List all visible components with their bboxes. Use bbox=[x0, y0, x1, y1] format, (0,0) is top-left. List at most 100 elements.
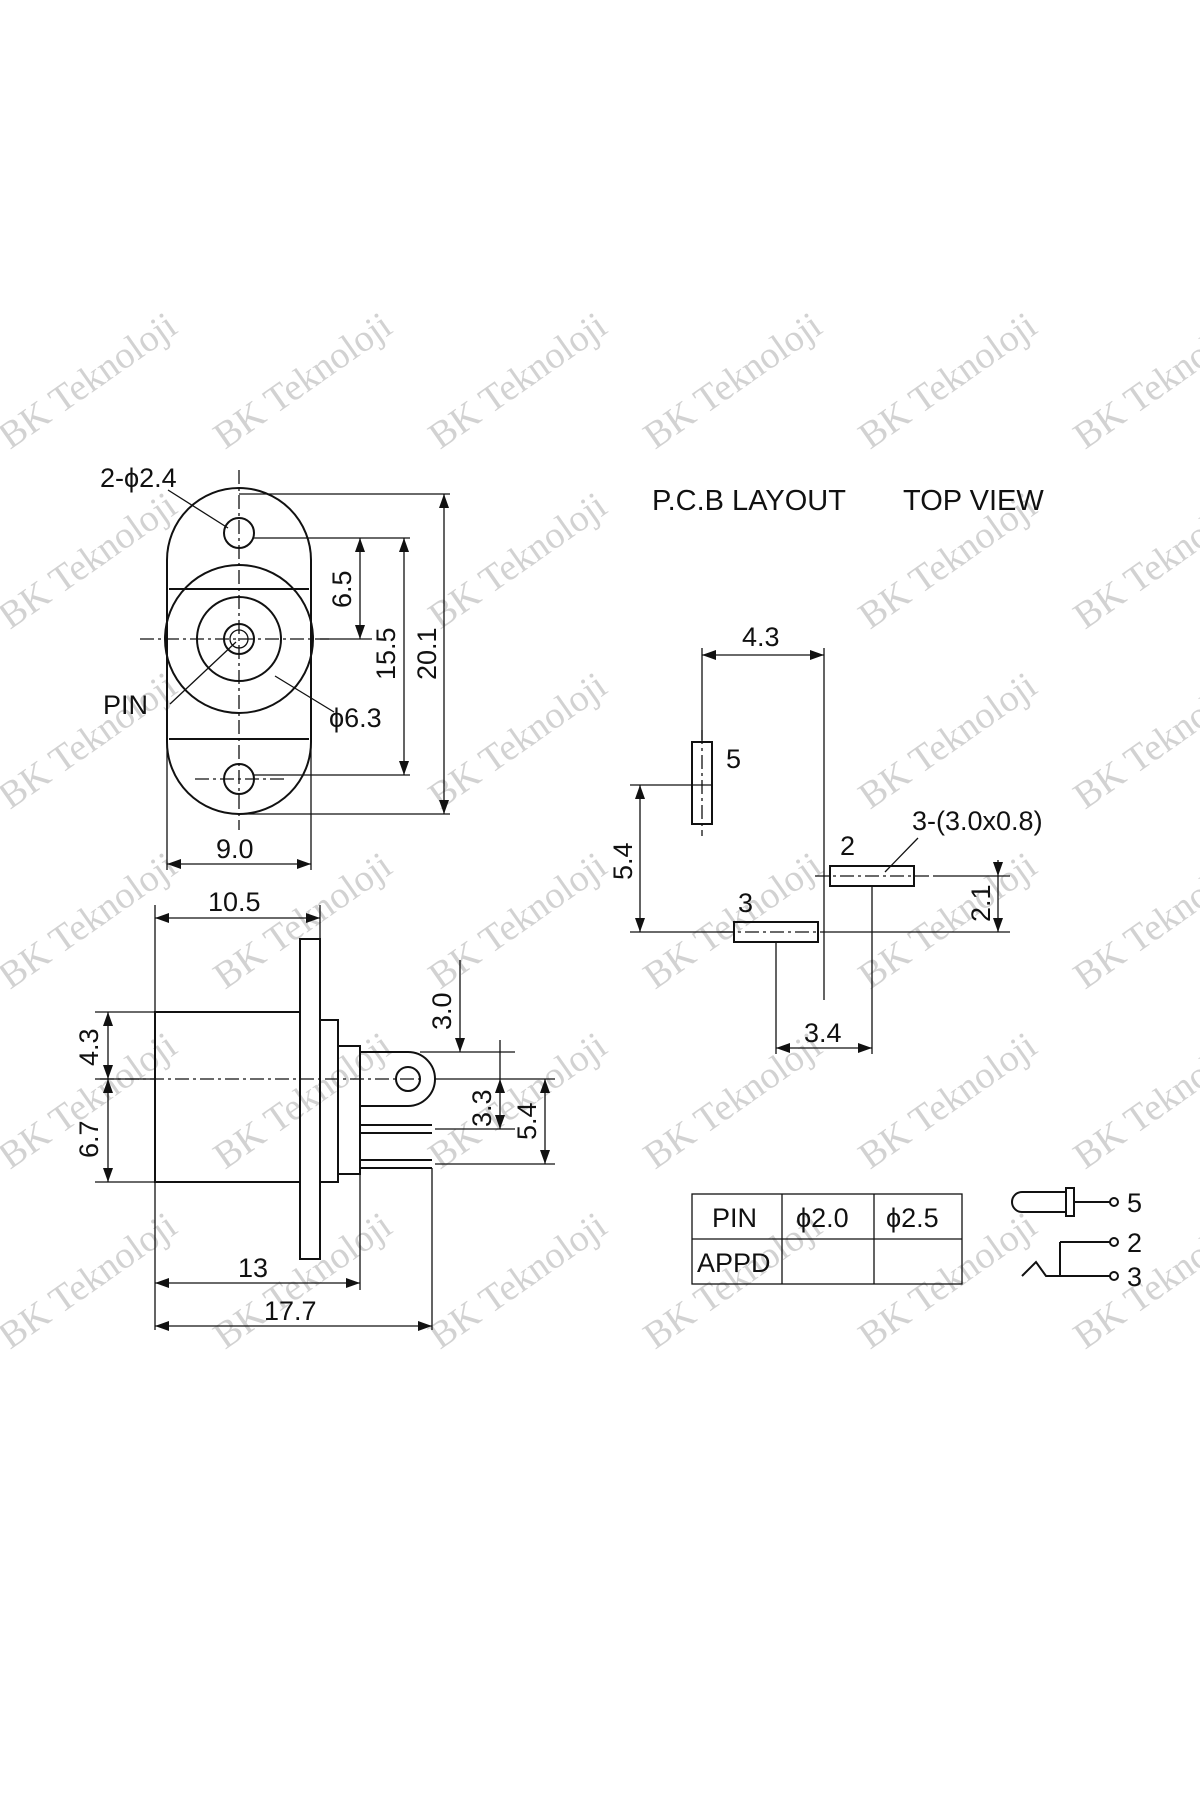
watermark: BK Teknoloji bbox=[636, 844, 829, 997]
watermark: BK Teknoloji bbox=[1066, 664, 1200, 817]
dim-6-7: 6.7 bbox=[74, 1120, 104, 1158]
pin-label: PIN bbox=[103, 690, 148, 720]
pad-2-label: 2 bbox=[840, 831, 855, 861]
diameter-label: ϕ6.3 bbox=[329, 703, 382, 733]
arrowhead bbox=[776, 1043, 790, 1053]
schematic-pin-label: 2 bbox=[1127, 1228, 1142, 1258]
arrowhead bbox=[355, 625, 365, 639]
arrowhead bbox=[635, 918, 645, 932]
arrowhead bbox=[439, 494, 449, 508]
watermark: BK Teknoloji bbox=[421, 664, 614, 817]
arrowhead bbox=[103, 1065, 113, 1079]
terminal-2 bbox=[1109, 1237, 1119, 1247]
watermark: BK Teknoloji bbox=[0, 304, 184, 457]
watermark: BK Teknoloji bbox=[206, 304, 399, 457]
watermark: BK Teknoloji bbox=[851, 304, 1044, 457]
schematic-pin-label: 5 bbox=[1127, 1188, 1142, 1218]
rear-base bbox=[337, 1045, 361, 1175]
side-view: 10.5 4.3 6.7 3.0 3.3 5.4 bbox=[74, 887, 555, 1331]
schematic-symbol: 5 2 3 bbox=[1011, 1187, 1142, 1292]
pad-3-label: 3 bbox=[738, 888, 753, 918]
arrowhead bbox=[103, 1079, 113, 1093]
dim-9-0: 9.0 bbox=[216, 834, 254, 864]
dim-13: 13 bbox=[238, 1253, 268, 1283]
dim-6-5: 6.5 bbox=[327, 570, 357, 608]
pad-5-label: 5 bbox=[726, 744, 741, 774]
watermark: BK Teknoloji bbox=[0, 484, 184, 637]
hole-spec-label: 2-ϕ2.4 bbox=[100, 463, 177, 493]
dim-4-3: 4.3 bbox=[742, 622, 780, 652]
pcb-title: P.C.B LAYOUT bbox=[652, 485, 846, 517]
arrowhead bbox=[155, 1278, 169, 1288]
front-view: 2-ϕ2.4 PIN ϕ6.3 6.5 15.5 20.1 bbox=[100, 463, 450, 870]
arrowhead bbox=[306, 913, 320, 923]
watermark: BK Teknoloji bbox=[851, 1204, 1044, 1357]
arrowhead bbox=[355, 538, 365, 552]
lug-hole bbox=[395, 1066, 421, 1092]
arrowhead bbox=[346, 1278, 360, 1288]
arrowhead bbox=[635, 785, 645, 799]
dim-15-5: 15.5 bbox=[371, 627, 401, 680]
watermark: BK Teknoloji bbox=[851, 664, 1044, 817]
watermark: BK Teknoloji bbox=[1066, 844, 1200, 997]
schematic-pin-label: 3 bbox=[1127, 1262, 1142, 1292]
arrowhead bbox=[993, 862, 1003, 876]
arrowhead bbox=[297, 859, 311, 869]
terminal-5 bbox=[1109, 1197, 1119, 1207]
arrowhead bbox=[399, 538, 409, 552]
watermark: BK Teknoloji bbox=[206, 1204, 399, 1357]
watermark: BK Teknoloji bbox=[421, 1204, 614, 1357]
top-view-title: TOP VIEW bbox=[903, 485, 1044, 517]
arrowhead bbox=[810, 650, 824, 660]
watermark: BK Teknoloji bbox=[0, 1204, 184, 1357]
watermark: BK Teknoloji bbox=[0, 664, 184, 817]
watermark: BK Teknoloji bbox=[421, 1024, 614, 1177]
watermark: BK Teknoloji bbox=[421, 304, 614, 457]
watermark: BK Teknoloji bbox=[0, 844, 184, 997]
watermark: BK Teknoloji bbox=[206, 1024, 399, 1177]
plug-flange bbox=[1065, 1187, 1075, 1217]
arrowhead bbox=[439, 800, 449, 814]
dim-5-4: 5.4 bbox=[512, 1102, 542, 1140]
terminal-3 bbox=[1109, 1271, 1119, 1281]
watermark: BK Teknoloji bbox=[1066, 304, 1200, 457]
watermark: BK Teknoloji bbox=[851, 844, 1044, 997]
arrowhead bbox=[540, 1150, 550, 1164]
arrowhead bbox=[858, 1043, 872, 1053]
pad-spec-label: 3-(3.0x0.8) bbox=[912, 806, 1043, 836]
arrowhead bbox=[103, 1168, 113, 1182]
plug-body bbox=[1011, 1191, 1066, 1213]
watermark: BK Teknoloji bbox=[851, 1024, 1044, 1177]
leader-line bbox=[169, 641, 237, 705]
dim-3-0: 3.0 bbox=[427, 992, 457, 1030]
arrowhead bbox=[167, 859, 181, 869]
dim-20-1: 20.1 bbox=[412, 627, 442, 680]
pcb-layout: P.C.B LAYOUT TOP VIEW 4.3 5 5.4 2 3-(3.0… bbox=[608, 485, 1044, 1054]
watermark: BK Teknoloji bbox=[421, 484, 614, 637]
arrowhead bbox=[495, 1115, 505, 1129]
dim-17-7: 17.7 bbox=[264, 1296, 317, 1326]
watermark: BK Teknoloji bbox=[1066, 1024, 1200, 1177]
arrowhead bbox=[495, 1079, 505, 1093]
leader-line bbox=[167, 489, 229, 529]
watermark: BK Teknoloji bbox=[1066, 484, 1200, 637]
dim-10-5: 10.5 bbox=[208, 887, 261, 917]
arrowhead bbox=[155, 1321, 169, 1331]
arrowhead bbox=[540, 1079, 550, 1093]
dim-3-3: 3.3 bbox=[467, 1089, 497, 1127]
arrowhead bbox=[399, 761, 409, 775]
arrowhead bbox=[702, 650, 716, 660]
watermark: BK Teknoloji bbox=[636, 304, 829, 457]
table-header: ϕ2.5 bbox=[886, 1203, 939, 1233]
arrowhead bbox=[155, 913, 169, 923]
dim-5-4: 5.4 bbox=[608, 842, 638, 880]
table-header: PIN bbox=[712, 1203, 757, 1233]
watermark: BK Teknoloji bbox=[421, 844, 614, 997]
leader-line bbox=[884, 837, 919, 873]
arrowhead bbox=[993, 918, 1003, 932]
leader-line bbox=[274, 675, 335, 713]
arrowhead bbox=[418, 1321, 432, 1331]
table-header: ϕ2.0 bbox=[796, 1203, 849, 1233]
arrowhead bbox=[103, 1012, 113, 1026]
